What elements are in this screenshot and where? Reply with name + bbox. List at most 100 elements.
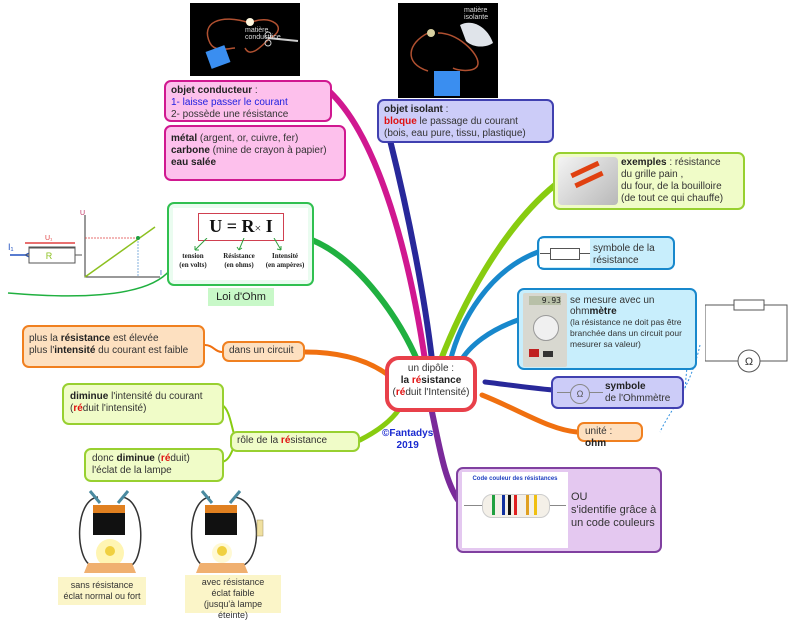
label-intensite-unit: (en ampères) xyxy=(265,261,305,269)
caption-avec-line2: éclat faible xyxy=(211,588,255,598)
role-item2-red: ré xyxy=(160,453,171,464)
conducteur-photo: matière conductrice xyxy=(190,3,300,76)
circuit-l1-post: est élevée xyxy=(110,333,159,344)
formula-u: U xyxy=(209,216,223,236)
role-item2-l2: l'éclat de la lampe xyxy=(92,465,172,476)
caption-avec-line1: avec résistance xyxy=(201,577,265,587)
node-dans-un-circuit[interactable]: dans un circuit xyxy=(222,341,305,362)
isolant-line3: (bois, eau pure, tissu, plastique) xyxy=(384,128,526,139)
example-rest: (mine de crayon à papier) xyxy=(209,145,327,156)
role-label-post: sistance xyxy=(290,435,328,446)
graph-current-label: I₁ xyxy=(8,242,14,252)
ohmmetre-note: (la résistance ne doit pas être branchée… xyxy=(570,317,682,349)
lamp-with-resistance-image xyxy=(190,490,264,573)
caption-sans-line2: éclat normal ou fort xyxy=(63,591,141,601)
ohmmetre-line1: se mesure avec un xyxy=(570,295,655,306)
exemples-line1: : résistance xyxy=(666,157,721,168)
ohm-glyph: Ω xyxy=(576,389,584,399)
central-line2-post: sistance xyxy=(421,375,462,386)
node-exemples[interactable]: exemples : résistance du grille pain , d… xyxy=(553,152,745,210)
exemples-bold: exemples xyxy=(621,157,667,168)
conducteur-example-metal: métal (argent, or, cuivre, fer) xyxy=(171,133,339,145)
exemples-line3: du four, de la bouilloire xyxy=(621,181,722,192)
graph-x-axis: I xyxy=(160,270,162,277)
role-item2-bold: diminue xyxy=(116,453,155,464)
symbole-line2: résistance xyxy=(593,255,639,266)
circuit-ohm-glyph: Ω xyxy=(745,356,753,368)
role-item1-bold: diminue xyxy=(70,391,109,402)
graph-y-axis: U xyxy=(80,210,85,217)
example-bold: carbone xyxy=(171,145,210,156)
central-line2-red: ré xyxy=(411,375,422,386)
isolant-title: objet isolant xyxy=(384,104,443,115)
node-symbole-resistance[interactable]: symbole de la résistance xyxy=(537,236,675,270)
node-role-item2[interactable]: donc diminue (réduit) l'éclat de la lamp… xyxy=(84,448,224,482)
central-line3-open: ( xyxy=(392,387,396,398)
branch-isolant xyxy=(387,137,435,363)
circuit-l1-bold: résistance xyxy=(60,333,111,344)
branch-exemples xyxy=(437,182,558,365)
role-item1-l2-rest: duit l'intensité) xyxy=(82,403,147,414)
loi-ohm-title[interactable]: Loi d'Ohm xyxy=(208,288,274,306)
role-item1-red: ré xyxy=(73,403,83,414)
isolant-photo-caption: matière isolante xyxy=(464,7,489,21)
node-conducteur-exemples[interactable]: métal (argent, or, cuivre, fer) carbone … xyxy=(164,125,346,181)
circuit-scissors-image xyxy=(205,18,299,69)
unite-pre: unité : xyxy=(585,426,613,437)
lamp-without-resistance-image xyxy=(78,490,142,573)
circuit-fabric-image xyxy=(410,22,493,96)
caption-sans-resistance: sans résistance éclat normal ou fort xyxy=(58,577,146,605)
branch-loi-ohm xyxy=(309,237,421,365)
credit-line2: 2019 xyxy=(396,440,419,451)
role-item2-mid: ( xyxy=(154,453,161,464)
node-role-resistance[interactable]: rôle de la résistance xyxy=(230,431,360,452)
conducteur-title-suffix: : xyxy=(252,85,258,96)
example-bold: eau salée xyxy=(171,157,217,168)
graph-resistor-label: R xyxy=(46,251,53,261)
node-objet-conducteur[interactable]: objet conducteur : 1- laisse passer le c… xyxy=(164,80,332,122)
node-role-item1[interactable]: diminue l'intensité du courant (réduit l… xyxy=(62,383,224,425)
branch-conducteur xyxy=(327,89,428,363)
exemples-line4: (de tout ce qui chauffe) xyxy=(621,193,724,204)
node-ohmmetre[interactable]: 9.93 se mesure avec un ohmmètre (la rési… xyxy=(517,288,697,370)
node-unite[interactable]: unité : ohm xyxy=(577,422,643,449)
branch-loi-graph xyxy=(7,269,171,297)
label-resistance-unit: (en ohms) xyxy=(224,261,254,269)
node-central-resistance[interactable]: un dipôle : la résistance (réduit l'Inte… xyxy=(385,356,477,412)
node-loi-ohm-formula[interactable]: U = R× I tension(en volts) Résistance(en… xyxy=(167,202,314,286)
node-objet-isolant[interactable]: objet isolant : bloque le passage du cou… xyxy=(377,99,554,143)
formula-i: I xyxy=(265,216,273,236)
circuit-l2-post: du courant est faible xyxy=(95,345,189,356)
link-dotted-sym xyxy=(684,329,691,391)
formula-arrows xyxy=(194,238,282,251)
example-bold: métal xyxy=(171,133,198,144)
branch-symbole xyxy=(447,249,541,365)
ohmmetre-line2-pre: ohm xyxy=(570,306,590,317)
caption-avec-resistance: avec résistance éclat faible (jusqu'à la… xyxy=(185,575,281,620)
role-item1-open: ( xyxy=(70,403,74,414)
label-tension: tension xyxy=(182,252,204,260)
conducteur-photo-caption: matière conductrice xyxy=(245,27,281,41)
ohmmetre-line2-bold: mètre xyxy=(589,306,617,317)
node-code-couleur[interactable]: Code couleur des résistances OU s'identi… xyxy=(456,467,662,553)
role-item2-pre: donc xyxy=(92,453,117,464)
sym-ohm-bold: symbole xyxy=(605,381,646,392)
caption-sans-line1: sans résistance xyxy=(70,580,134,590)
resistor-symbol-icon xyxy=(540,239,590,267)
example-rest: (argent, or, cuivre, fer) xyxy=(197,133,299,144)
circuit-l2-bold: intensité xyxy=(54,345,96,356)
isolant-photo: matière isolante xyxy=(398,3,498,98)
node-dans-un-circuit-detail[interactable]: plus la résistance est élevée plus l'int… xyxy=(22,325,205,368)
conducteur-title: objet conducteur xyxy=(171,85,253,96)
unite-bold: ohm xyxy=(585,438,607,449)
toaster-image xyxy=(558,157,618,205)
sym-ohm-line2: de l'Ohmmètre xyxy=(605,393,671,404)
role-label-pre: rôle de la xyxy=(237,435,281,446)
label-tension-unit: (en volts) xyxy=(179,261,207,269)
code-line2: s'identifie grâce à xyxy=(571,504,657,516)
conducteur-example-eau: eau salée xyxy=(171,157,339,169)
branch-ohmmetre xyxy=(457,317,521,365)
graph-voltage-label: U₁ xyxy=(45,235,53,242)
node-symbole-ohmmetre[interactable]: Ω symbole de l'Ohmmètre xyxy=(551,376,684,409)
code-line3: un code couleurs xyxy=(571,517,655,529)
